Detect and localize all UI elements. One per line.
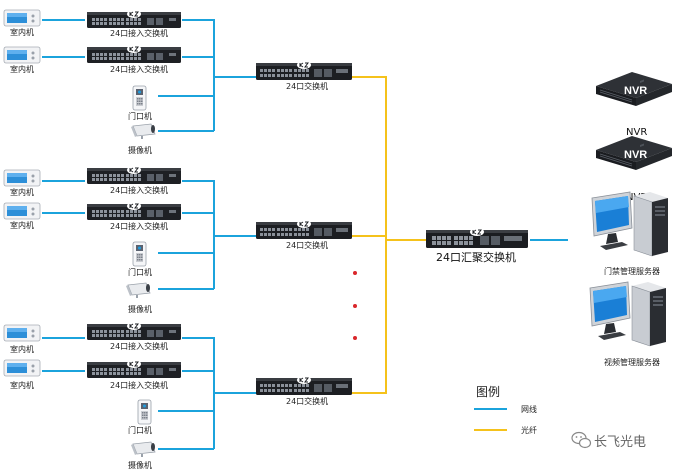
distribution-switch-label: 24口交换机 — [286, 396, 328, 406]
camera — [130, 441, 156, 458]
access-switch-label: 24口接入交换机 — [110, 64, 168, 74]
continuation-dots — [353, 271, 357, 340]
camera — [130, 123, 156, 140]
door-unit — [132, 241, 147, 267]
indoor-unit — [3, 46, 41, 64]
indoor-unit — [3, 9, 41, 27]
camera — [125, 282, 151, 299]
door-unit-label: 门口机 — [128, 267, 152, 277]
core-switch-label: 24口汇聚交换机 — [436, 250, 516, 264]
access-switch — [87, 44, 181, 63]
door-unit-label: 门口机 — [128, 111, 152, 121]
watermark-text: 长飞光电 — [594, 435, 646, 450]
nvr-device: NVR — [595, 71, 673, 107]
camera-label: 摄像机 — [128, 304, 152, 314]
indoor-unit-label: 室内机 — [10, 27, 34, 37]
indoor-unit — [3, 324, 41, 342]
access-switch-label: 24口接入交换机 — [110, 380, 168, 390]
nvr-badge: NVR — [624, 85, 647, 97]
door-unit-label: 门口机 — [128, 425, 152, 435]
indoor-unit-label: 室内机 — [10, 187, 34, 197]
network-lines — [42, 19, 568, 450]
indoor-unit-label: 室内机 — [10, 380, 34, 390]
core-switch — [426, 227, 528, 248]
access-switch-label: 24口接入交换机 — [110, 341, 168, 351]
access-switch — [87, 201, 181, 220]
access-switch-label: 24口接入交换机 — [110, 221, 168, 231]
access-switch — [87, 359, 181, 378]
wechat-icon — [571, 431, 592, 449]
nvr-device: NVR — [595, 135, 673, 171]
access-switch — [87, 9, 181, 28]
nvr-badge: NVR — [624, 149, 647, 161]
camera-label: 摄像机 — [128, 460, 152, 470]
legend-title: 图例 — [476, 385, 500, 399]
distribution-switch — [256, 219, 352, 239]
dot — [353, 336, 357, 340]
indoor-unit-label: 室内机 — [10, 344, 34, 354]
access-control-server-label: 门禁管理服务器 — [604, 266, 660, 276]
distribution-switch — [256, 60, 352, 80]
network-line — [182, 180, 215, 289]
access-switch-label: 24口接入交换机 — [110, 185, 168, 195]
door-unit — [132, 85, 147, 111]
dot — [353, 304, 357, 308]
group-1: 室内机 室内机 24口接入交换机 24口接入交换机 门口机 摄像机 24口交换机 — [3, 9, 352, 155]
indoor-unit-label: 室内机 — [10, 64, 34, 74]
access-switch — [87, 321, 181, 340]
indoor-unit-label: 室内机 — [10, 220, 34, 230]
indoor-unit — [3, 202, 41, 220]
fiber-lines — [352, 76, 426, 394]
nvr-label: NVR — [626, 127, 647, 138]
access-control-server — [591, 191, 669, 257]
group-3: 室内机 室内机 24口接入交换机 24口接入交换机 门口机 摄像机 24口交换机 — [3, 321, 352, 470]
distribution-switch-label: 24口交换机 — [286, 81, 328, 91]
legend-fiber-label: 光纤 — [521, 425, 537, 435]
indoor-unit — [3, 169, 41, 187]
distribution-switch — [256, 375, 352, 395]
legend: 图例 网线 光纤 — [474, 385, 537, 435]
distribution-switch-label: 24口交换机 — [286, 240, 328, 250]
video-management-server — [589, 281, 667, 347]
access-switch — [87, 165, 181, 184]
legend-network-label: 网线 — [521, 404, 537, 414]
dot — [353, 271, 357, 275]
video-management-server-label: 视频管理服务器 — [604, 357, 660, 367]
camera-label: 摄像机 — [128, 145, 152, 155]
group-2: 室内机 室内机 24口接入交换机 24口接入交换机 门口机 摄像机 24口交换机 — [3, 165, 352, 314]
network-line — [182, 19, 215, 131]
indoor-unit — [3, 359, 41, 377]
network-line — [182, 337, 215, 449]
door-unit — [137, 399, 152, 425]
watermark: 长飞光电 — [571, 431, 646, 450]
access-switch-label: 24口接入交换机 — [110, 28, 168, 38]
